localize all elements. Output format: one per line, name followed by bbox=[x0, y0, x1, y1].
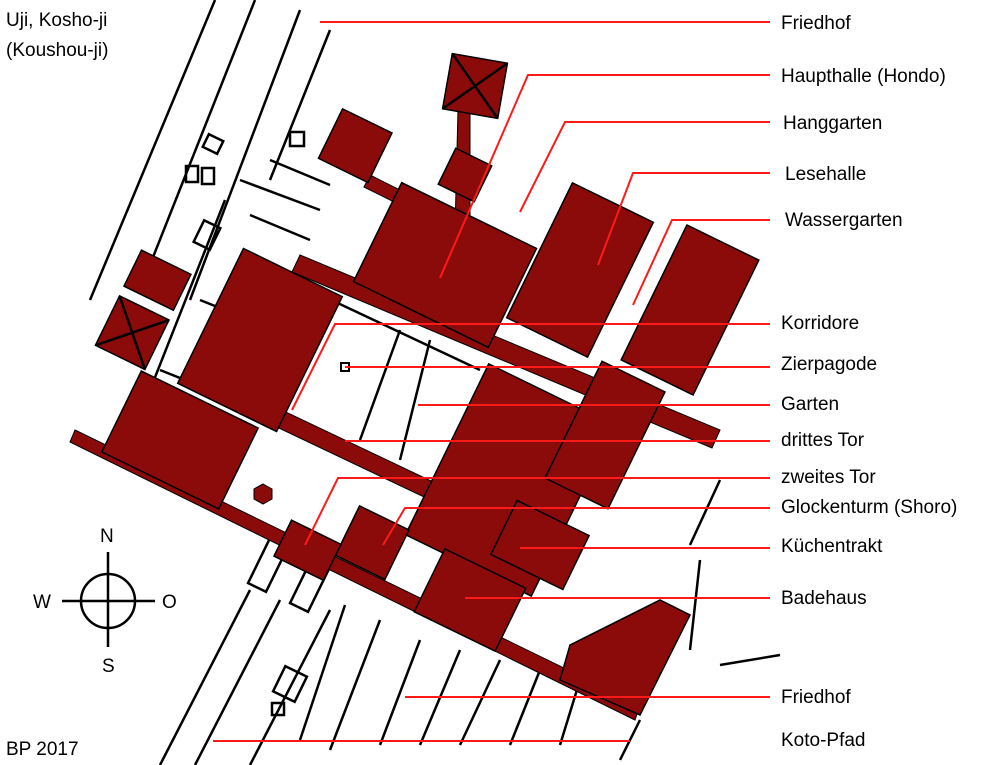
label-friedhof-north: Friedhof bbox=[781, 13, 851, 34]
kitchen-wing bbox=[489, 499, 591, 591]
label-wassergarten: Wassergarten bbox=[785, 210, 903, 231]
label-badehaus: Badehaus bbox=[781, 588, 867, 609]
north-west-house bbox=[122, 249, 192, 312]
label-glockenturm: Glockenturm (Shoro) bbox=[781, 497, 958, 518]
compass-south: S bbox=[102, 656, 115, 677]
label-zweites-tor: zweites Tor bbox=[781, 467, 876, 488]
compass-north: N bbox=[100, 526, 114, 547]
west-hall bbox=[176, 247, 344, 433]
bell-tower bbox=[334, 504, 411, 581]
east-wing bbox=[544, 360, 666, 510]
label-haupthalle: Haupthalle (Hondo) bbox=[781, 66, 946, 87]
reading-hall bbox=[505, 181, 655, 359]
water-garden-hall bbox=[620, 224, 760, 396]
map-title-line1: Uji, Kosho-ji bbox=[6, 10, 108, 31]
credit: BP 2017 bbox=[6, 739, 79, 760]
buildings bbox=[69, 52, 760, 721]
leader-lines bbox=[213, 21, 770, 742]
map-title-line2: (Koushou-ji) bbox=[6, 40, 109, 61]
label-lesehalle: Lesehalle bbox=[785, 164, 867, 185]
label-koto-pfad: Koto-Pfad bbox=[781, 730, 866, 751]
southwest-hall bbox=[100, 370, 260, 510]
bath-house bbox=[413, 547, 527, 653]
compass-rose-icon bbox=[62, 552, 155, 647]
label-drittes-tor: drittes Tor bbox=[781, 430, 865, 451]
label-hanggarten: Hanggarten bbox=[783, 113, 883, 134]
west-pavilion bbox=[317, 107, 394, 184]
second-gate bbox=[272, 519, 342, 582]
compass-west: W bbox=[33, 592, 51, 613]
garden-lantern bbox=[253, 483, 273, 505]
compass-east: O bbox=[162, 592, 177, 613]
label-friedhof-south: Friedhof bbox=[781, 687, 851, 708]
label-korridore: Korridore bbox=[781, 313, 860, 334]
southeast-l-building bbox=[559, 599, 692, 716]
label-garten: Garten bbox=[781, 394, 840, 415]
label-kuechentrakt: Küchentrakt bbox=[781, 536, 883, 557]
label-zierpagode: Zierpagode bbox=[781, 354, 878, 375]
